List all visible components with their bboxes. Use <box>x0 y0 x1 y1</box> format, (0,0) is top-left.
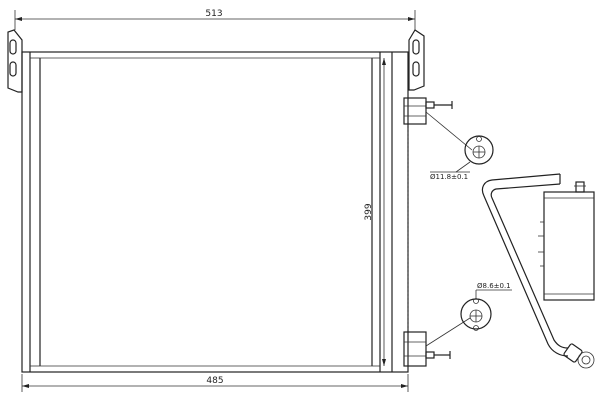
bottom-width-label: 485 <box>206 376 223 386</box>
bottom-dimension: 485 <box>21 374 409 392</box>
left-mount-bracket <box>7 29 23 93</box>
upper-fitting-block <box>403 97 473 151</box>
receiver-drier-assembly <box>481 173 595 369</box>
top-dimension: 513 <box>14 9 416 30</box>
top-width-label: 513 <box>205 9 222 19</box>
upper-fitting-detail: Ø11.8±0.1 <box>430 135 494 181</box>
lower-fitting-label: Ø8.6±0.1 <box>477 282 511 290</box>
right-mount-bracket <box>408 29 425 91</box>
lower-fitting-detail: Ø8.6±0.1 <box>460 282 512 331</box>
lower-fitting-block <box>403 317 471 367</box>
height-label: 399 <box>364 203 374 220</box>
condenser-core <box>21 51 409 373</box>
height-dimension: 399 <box>364 58 386 366</box>
upper-fitting-label: Ø11.8±0.1 <box>430 173 468 181</box>
